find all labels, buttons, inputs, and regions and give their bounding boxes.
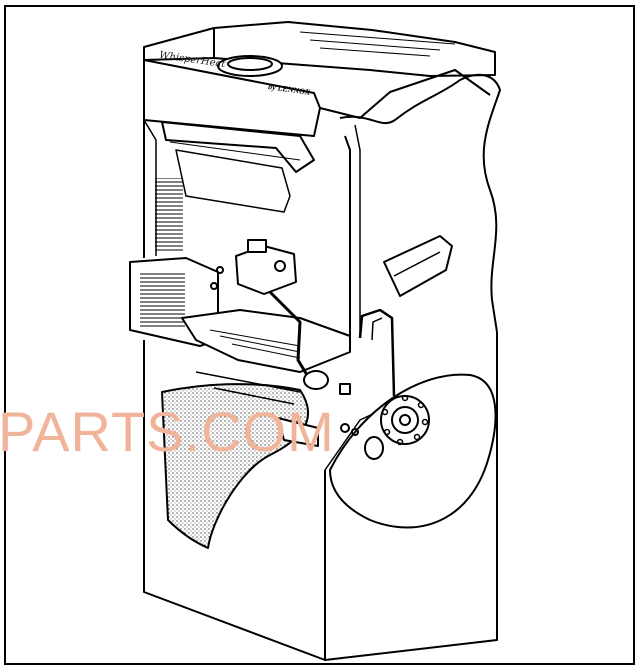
watermark-text: PARTS.COM (0, 400, 335, 463)
diagram-border (4, 5, 635, 665)
furnace-cabinet (129, 21, 501, 661)
